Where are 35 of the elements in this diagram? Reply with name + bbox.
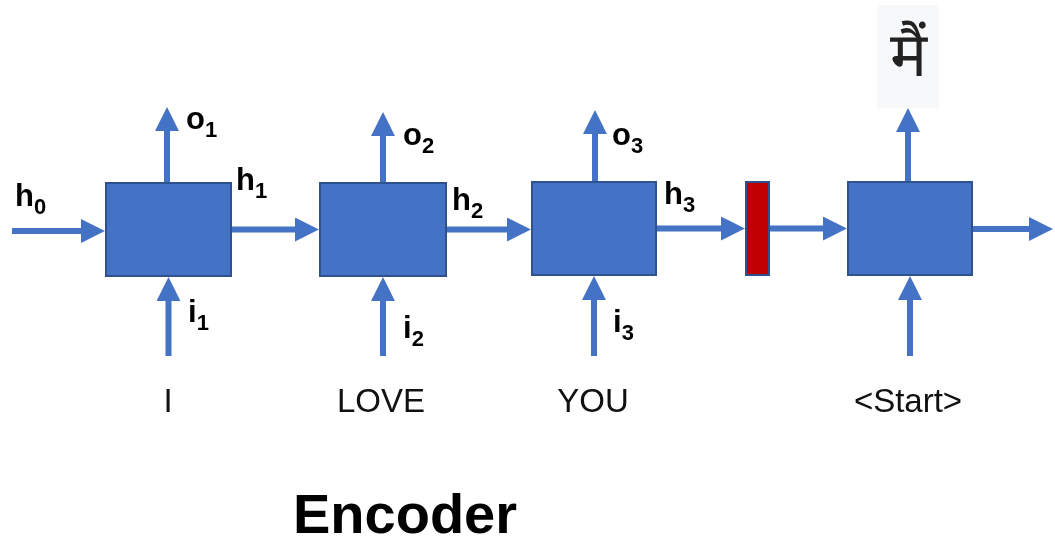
cell-box xyxy=(105,182,232,277)
arrow xyxy=(232,217,319,242)
arrow xyxy=(582,276,606,356)
arrow xyxy=(896,108,920,181)
edge-label: i$_{1}$ xyxy=(188,296,209,334)
arrow xyxy=(12,219,105,243)
edge-label: h$_{3}$ xyxy=(664,178,696,216)
arrow xyxy=(371,277,395,356)
arrow xyxy=(155,107,179,182)
input-word: YOU xyxy=(538,356,648,426)
input-word: I xyxy=(128,356,208,426)
cell-box xyxy=(531,181,657,276)
edge-label: o$_{3}$ xyxy=(612,119,644,157)
arrow xyxy=(583,110,607,181)
input-word: LOVE xyxy=(321,356,441,426)
edge-label: h$_{2}$ xyxy=(452,184,484,222)
arrow xyxy=(447,217,531,242)
arrow xyxy=(371,112,395,182)
edge-label: o$_{2}$ xyxy=(403,119,435,157)
output-word: मैं xyxy=(877,5,939,108)
context-bar xyxy=(745,181,770,276)
arrow xyxy=(657,216,745,241)
arrow xyxy=(770,216,847,241)
cell-box xyxy=(847,181,973,276)
arrow xyxy=(156,277,181,356)
edge-label: o$_{1}$ xyxy=(186,103,218,141)
edge-label: h$_{1}$ xyxy=(236,164,268,202)
caption: Encoder xyxy=(292,482,518,545)
input-word: <Start> xyxy=(838,356,978,426)
edge-label: h$_{0}$ xyxy=(15,180,47,218)
edge-label: i$_{2}$ xyxy=(403,312,424,350)
cell-box xyxy=(319,182,447,277)
edge-label: i$_{3}$ xyxy=(613,306,634,344)
arrow xyxy=(898,276,922,356)
arrow xyxy=(973,217,1053,241)
